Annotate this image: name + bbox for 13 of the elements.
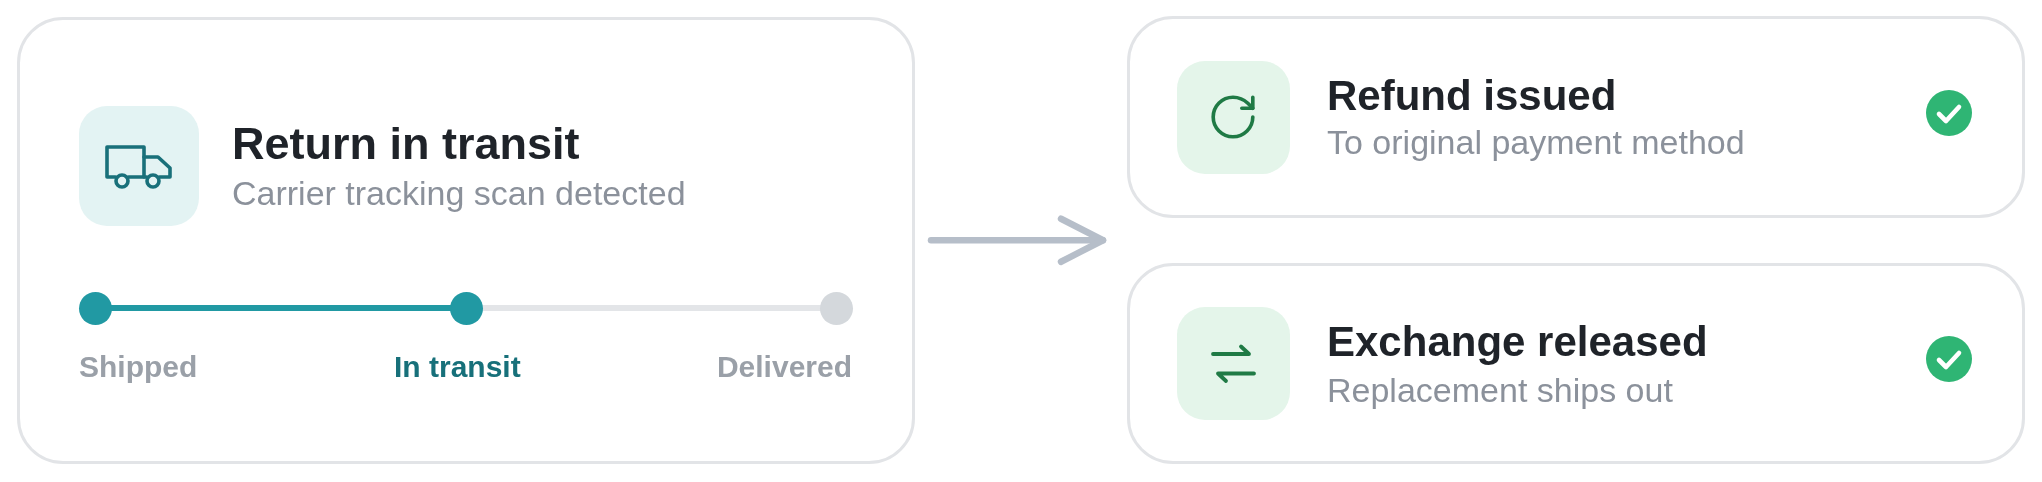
step-label: Shipped: [79, 349, 198, 385]
card-title: Return in transit: [232, 118, 580, 170]
arrow: [927, 215, 1107, 265]
step-label: Delivered: [716, 349, 852, 385]
card-subtitle: Replacement ships out: [1327, 370, 1673, 411]
status-card: [1127, 16, 2025, 218]
card-title: Refund issued: [1327, 72, 1617, 121]
step-label: In transit: [394, 349, 521, 385]
card-subtitle: Carrier tracking scan detected: [232, 173, 686, 214]
card-title: Exchange released: [1327, 318, 1708, 367]
status-card: [1127, 263, 2025, 464]
status-card: [17, 17, 915, 464]
card-subtitle: To original payment method: [1327, 122, 1745, 163]
